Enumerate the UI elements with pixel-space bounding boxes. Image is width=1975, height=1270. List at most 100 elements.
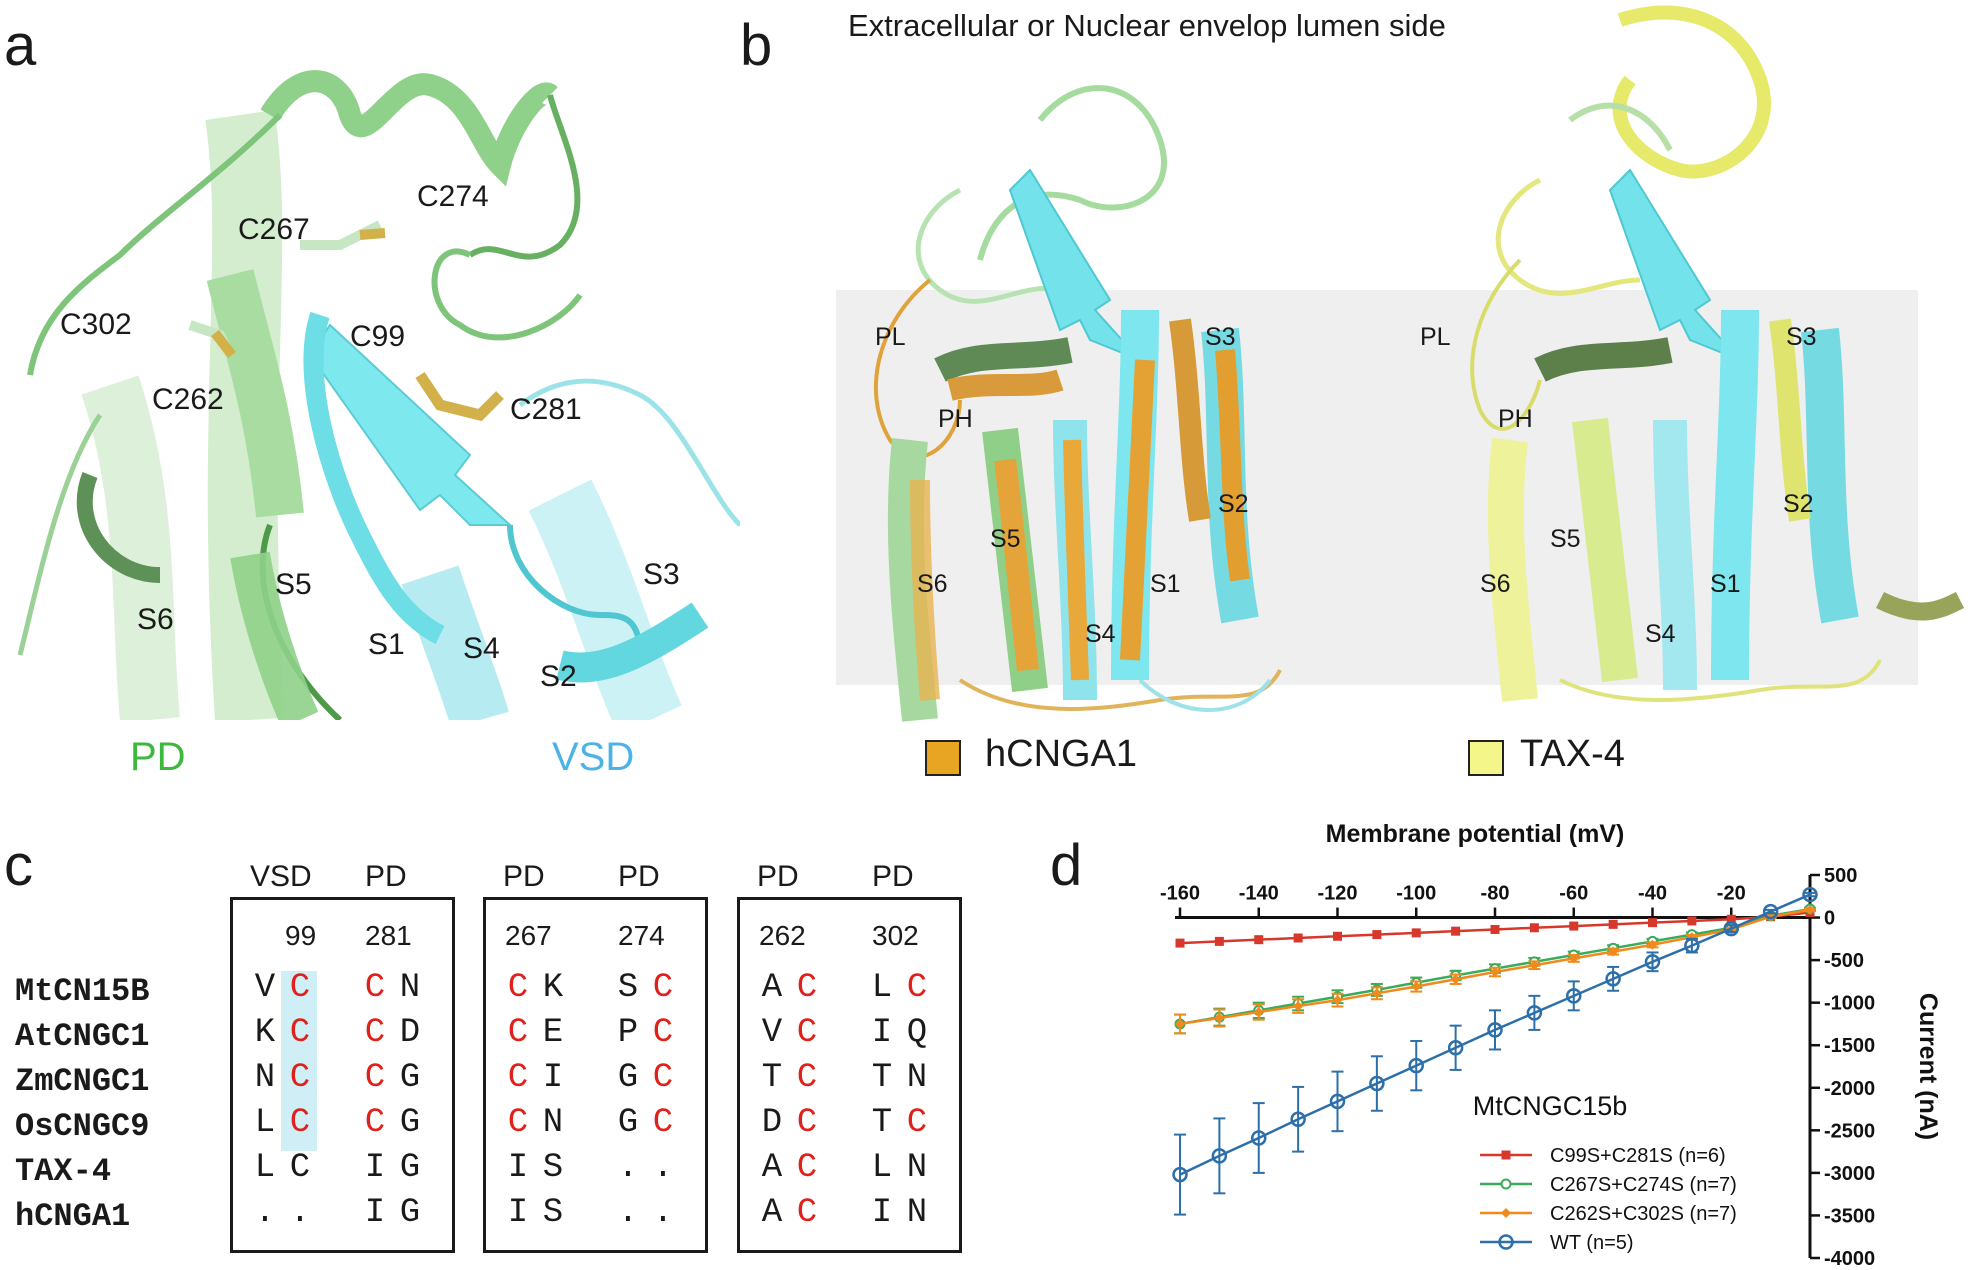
residue: D (761, 1104, 783, 1142)
residue: Q (906, 1014, 928, 1052)
pd-helix-s5 (206, 269, 304, 518)
b-right-s2: S2 (1783, 490, 1814, 518)
data-point (1450, 974, 1461, 985)
pd-helix-s5-front (230, 551, 319, 720)
b-left-ph: PH (938, 405, 973, 433)
y-tick-label: -1000 (1824, 993, 1875, 1015)
residue: C (796, 1059, 818, 1097)
data-point (1529, 960, 1540, 971)
x-tick-label: -100 (1396, 883, 1436, 905)
ph-helix-orange (947, 369, 1064, 401)
residue: G (617, 1104, 639, 1142)
residue: C (289, 1059, 311, 1097)
residue: G (399, 1149, 421, 1187)
y-tick-label: 500 (1824, 865, 1857, 887)
beta-arrow (1008, 168, 1141, 361)
residue: L (254, 1104, 276, 1142)
s6-helix-y (1487, 437, 1538, 702)
b-left-s2: S2 (1218, 490, 1249, 518)
residue: E (542, 1014, 564, 1052)
data-point (1608, 946, 1619, 957)
s3-helix (1169, 318, 1211, 522)
residue: C (652, 969, 674, 1007)
data-point (1408, 1057, 1424, 1074)
data-point (1175, 938, 1185, 948)
pd-loop-left (27, 112, 283, 376)
residue: I (507, 1194, 529, 1232)
ph-helix-y (1534, 337, 1673, 382)
residue: N (254, 1059, 276, 1097)
pd-helix-left (76, 472, 161, 583)
panel-d-letter: d (1050, 833, 1083, 898)
panel-b-letter: b (740, 13, 773, 78)
iv-chart: -160-140-120-100-80-60-40-205000-500-100… (1160, 820, 1942, 1270)
ph-helix (934, 337, 1073, 382)
residue: C (364, 1014, 386, 1052)
y-tick-label: 0 (1824, 908, 1835, 930)
data-point (1251, 1130, 1267, 1146)
species-oscngc9: OsCNGC9 (15, 1108, 150, 1145)
label-s2: S2 (540, 660, 577, 693)
residue: I (364, 1194, 386, 1232)
residue: G (399, 1194, 421, 1232)
vsd-loop-right (518, 378, 740, 527)
top-beta-yellow (1612, 5, 1771, 179)
b-left-s6: S6 (917, 570, 948, 598)
legend-label-tax4: TAX-4 (1520, 733, 1625, 775)
bottom-loops-cyan (1138, 678, 1272, 712)
data-point (1172, 1166, 1188, 1183)
pd-top-helix (260, 70, 558, 187)
data-point (1568, 953, 1579, 964)
alignment-position: 262 (759, 920, 806, 951)
residue: C (289, 969, 311, 1007)
residue: L (871, 1149, 893, 1187)
residue: C (507, 1059, 529, 1097)
residue: . (652, 1194, 674, 1232)
residue: C (507, 1014, 529, 1052)
x-tick-label: -120 (1317, 883, 1357, 905)
data-point (1566, 988, 1582, 1004)
data-point (1490, 967, 1500, 978)
alignment-position: 302 (872, 920, 919, 951)
x-tick-label: -20 (1717, 883, 1746, 905)
residue: N (906, 1194, 928, 1232)
c-term-helix (1875, 591, 1965, 621)
data-point (1644, 954, 1661, 970)
s4-helix-or (1063, 439, 1089, 681)
b-left-s3: S3 (1205, 323, 1236, 351)
species-mtcn15b: MtCN15B (15, 973, 150, 1010)
data-point (1529, 923, 1539, 933)
b-left-s1: S1 (1150, 570, 1181, 598)
residue: G (617, 1059, 639, 1097)
panel-b-structure-tax4 (1470, 5, 1965, 702)
residue: I (871, 1014, 893, 1052)
legend-marker (1498, 1234, 1514, 1250)
alignment-header: PD (503, 860, 545, 893)
s6-helix (887, 438, 938, 722)
residue: C (289, 1104, 311, 1142)
residue: T (761, 1059, 783, 1097)
alignment-position: 274 (618, 920, 665, 951)
b-right-s3: S3 (1786, 323, 1817, 351)
label-c302: C302 (60, 308, 132, 341)
data-point (1254, 935, 1264, 945)
legend-label: C267S+C274S (n=7) (1550, 1174, 1737, 1196)
chart-title: MtCNGC15b (1473, 1091, 1628, 1121)
label-c99: C99 (350, 320, 406, 353)
x-axis-title: Membrane potential (mV) (1326, 820, 1625, 848)
y-tick-label: -2000 (1824, 1078, 1875, 1100)
data-point (1723, 920, 1739, 937)
residue: S (542, 1194, 564, 1232)
species-zmcngc1: ZmCNGC1 (15, 1063, 150, 1100)
residue: C (364, 969, 386, 1007)
residue: D (399, 1014, 421, 1052)
s2-helix-or (1215, 349, 1250, 582)
pd-loop-s6 (17, 413, 103, 656)
residue: N (399, 969, 421, 1007)
panel-c-letter: c (4, 833, 33, 898)
legend-label-hcnga1: hCNGA1 (985, 733, 1138, 775)
residue: . (289, 1194, 311, 1232)
residue: T (871, 1104, 893, 1142)
legend-marker (1501, 1150, 1511, 1160)
legend-swatch-tax4 (1468, 740, 1504, 776)
